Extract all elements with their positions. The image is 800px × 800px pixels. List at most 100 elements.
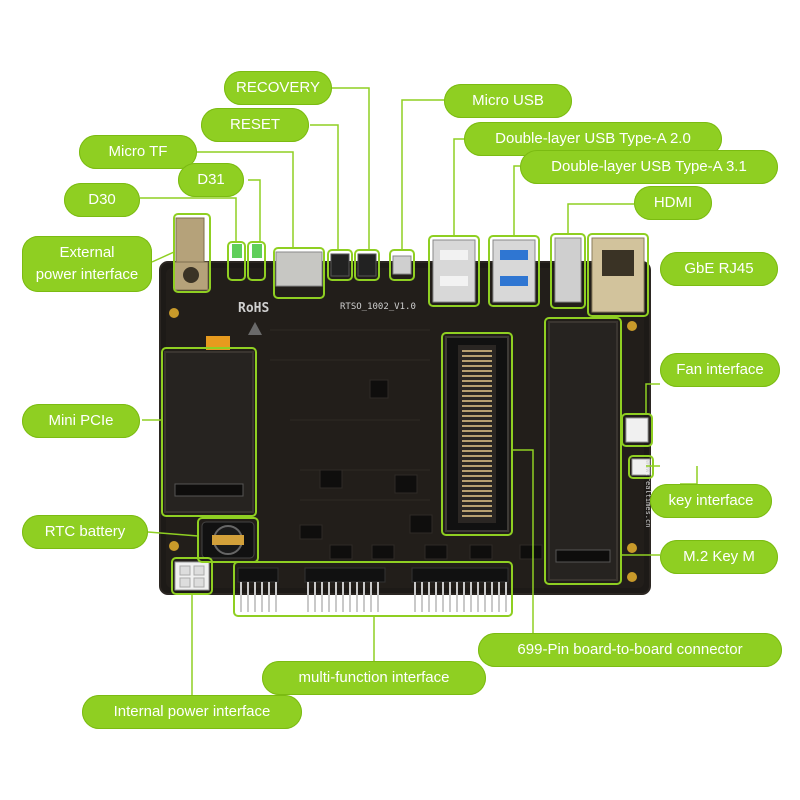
b2b-pin-row	[462, 490, 492, 492]
label-micro-tf: Micro TF	[79, 135, 197, 169]
b2b-pin-row	[462, 470, 492, 472]
b2b-pin-row	[462, 360, 492, 362]
b2b-pin-row	[462, 445, 492, 447]
highlight-micro-tf	[273, 247, 325, 299]
dc-barrel-jack	[173, 217, 209, 291]
key-connector	[631, 458, 651, 476]
reset-button-part	[330, 253, 350, 277]
b2b-pin-row	[462, 350, 492, 352]
b2b-pin-row	[462, 375, 492, 377]
label-reset: RESET	[201, 108, 309, 142]
b2b-pin-row	[462, 370, 492, 372]
board-to-board-connector	[445, 336, 509, 532]
b2b-pin-row	[462, 500, 492, 502]
b2b-pin-row	[462, 485, 492, 487]
label-recovery: RECOVERY	[224, 71, 332, 105]
pin-header-block	[304, 567, 386, 583]
warning-mark	[248, 322, 262, 335]
highlight-rj45	[587, 233, 649, 317]
led-d30	[232, 244, 242, 258]
label-micro-usb: Micro USB	[444, 84, 572, 118]
highlight-m2	[544, 317, 622, 585]
website-mark: www.realtimes.cn	[644, 460, 652, 527]
usb-a-2-port	[432, 239, 476, 303]
label-rtc-battery: RTC battery	[22, 515, 148, 549]
label-external-power-line2: power interface	[35, 266, 139, 283]
label-gbe-rj45: GbE RJ45	[660, 252, 778, 286]
label-external-power-line1: External	[59, 244, 115, 261]
rj45-port	[591, 237, 645, 313]
label-external-power: External power interface	[22, 236, 152, 292]
b2b-pin-row	[462, 430, 492, 432]
b2b-pin-row	[462, 515, 492, 517]
highlight-rtc	[197, 517, 259, 563]
label-multi-function: multi-function interface	[262, 661, 486, 695]
b2b-pin-row	[462, 505, 492, 507]
b2b-pin-row	[462, 410, 492, 412]
b2b-pin-row	[462, 415, 492, 417]
b2b-pin-row	[462, 450, 492, 452]
internal-power-connector	[174, 561, 210, 591]
label-usb-a-31: Double-layer USB Type-A 3.1	[520, 150, 778, 184]
highlight-d31	[247, 241, 266, 281]
label-mini-pcie: Mini PCIe	[22, 404, 140, 438]
highlight-external-power	[173, 213, 211, 293]
b2b-pin-row	[462, 510, 492, 512]
b2b-pin-row	[462, 495, 492, 497]
b2b-pin-row	[462, 355, 492, 357]
board-id: RTSO_1002_V1.0	[340, 302, 416, 312]
highlight-mini-pcie	[161, 347, 257, 517]
b2b-pin-row	[462, 380, 492, 382]
b2b-pin-row	[462, 420, 492, 422]
highlight-multifunction	[233, 561, 513, 617]
ic-chips	[299, 379, 543, 560]
led-d31	[252, 244, 262, 258]
b2b-pin-row	[462, 465, 492, 467]
rohs-mark: RoHS	[238, 301, 269, 316]
highlight-recovery	[354, 249, 380, 281]
label-hdmi: HDMI	[634, 186, 712, 220]
micro-usb-port	[392, 255, 412, 275]
b2b-pin-row	[462, 480, 492, 482]
mini-pcie-slot	[164, 351, 254, 513]
usb-a-3-port	[492, 239, 536, 303]
highlight-fan	[621, 413, 653, 447]
highlight-b2b	[441, 332, 513, 536]
pin-header-block	[411, 567, 509, 583]
b2b-pin-row	[462, 440, 492, 442]
fan-connector	[625, 417, 649, 443]
b2b-pin-row	[462, 395, 492, 397]
b2b-pin-row	[462, 475, 492, 477]
label-fan-interface: Fan interface	[660, 353, 780, 387]
recovery-button-part	[357, 253, 377, 277]
label-d30: D30	[64, 183, 140, 217]
highlight-boxes	[161, 213, 654, 617]
micro-tf-slot	[275, 251, 323, 287]
b2b-pin-row	[462, 460, 492, 462]
b2b-pin-row	[462, 425, 492, 427]
pin-headers	[237, 567, 509, 612]
b2b-pin-row	[462, 405, 492, 407]
label-m2-key-m: M.2 Key M	[660, 540, 778, 574]
highlight-key	[628, 455, 654, 479]
b2b-pin-row	[462, 435, 492, 437]
label-b2b-connector: 699-Pin board-to-board connector	[478, 633, 782, 667]
label-internal-power: Internal power interface	[82, 695, 302, 729]
b2b-pin-row	[462, 390, 492, 392]
highlight-reset	[327, 249, 353, 281]
b2b-pin-row	[462, 365, 492, 367]
b2b-pin-row	[462, 455, 492, 457]
b2b-pin-row	[462, 385, 492, 387]
label-key-interface: key interface	[650, 484, 772, 518]
b2b-pin-row	[462, 400, 492, 402]
rtc-battery-holder	[201, 521, 255, 559]
orange-component	[206, 336, 230, 350]
carrier-board	[159, 261, 651, 595]
leader-lines	[140, 87, 698, 696]
m2-slot	[548, 321, 618, 581]
label-d31: D31	[178, 163, 244, 197]
hdmi-port	[554, 237, 582, 303]
pin-header-block	[237, 567, 279, 583]
